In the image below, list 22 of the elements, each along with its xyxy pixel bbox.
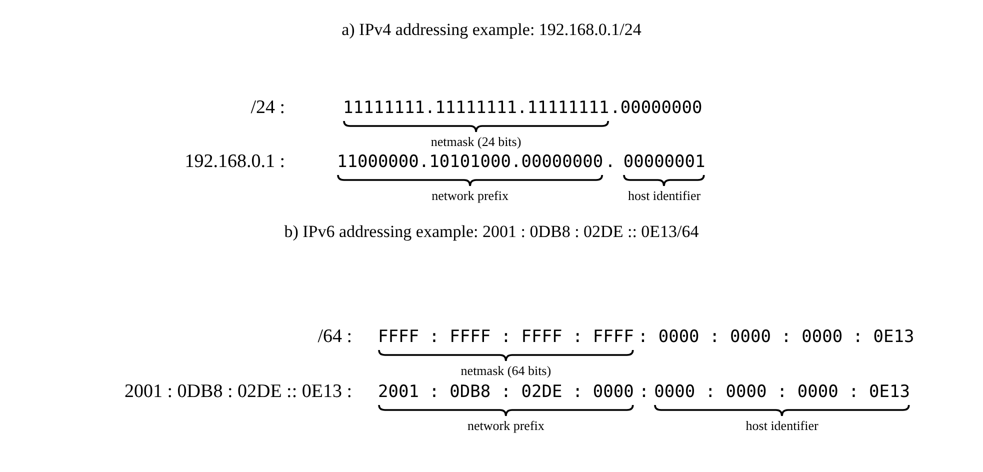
address-label: 2001 : 0DB8 : 02DE :: 0E13 :	[124, 381, 352, 402]
address-label: /24 :	[250, 97, 285, 118]
brace-caption: host identifier	[746, 418, 818, 434]
bit-string: FFFF : FFFF : FFFF : FFFF	[378, 326, 634, 349]
section-heading: a) IPv4 addressing example: 192.168.0.1/24	[340, 20, 642, 40]
bit-string: 11000000.10101000.00000000	[337, 151, 604, 174]
section-heading: b) IPv6 addressing example: 2001 : 0DB8 : 02DE :: 0E13/64	[283, 222, 700, 242]
bit-string: .00000000	[610, 97, 702, 120]
brace-caption: netmask (24 bits)	[430, 134, 522, 150]
address-label: /64 :	[318, 326, 352, 347]
bit-string: .	[605, 151, 616, 174]
address-label: 192.168.0.1 :	[184, 151, 285, 172]
bit-string: 11111111.11111111.11111111	[343, 97, 610, 120]
bit-string: : 0000 : 0000 : 0000 : 0E13	[638, 326, 914, 349]
brace-caption: netmask (64 bits)	[460, 363, 552, 379]
bit-string: 00000001	[623, 151, 706, 174]
brace-caption: host identifier	[628, 188, 701, 204]
brace-caption: network prefix	[468, 418, 544, 434]
bit-string: 2001 : 0DB8 : 02DE : 0000	[378, 381, 634, 404]
bit-string: :	[638, 381, 650, 404]
bit-string: 0000 : 0000 : 0000 : 0E13	[654, 381, 910, 404]
brace-caption: network prefix	[432, 188, 508, 204]
